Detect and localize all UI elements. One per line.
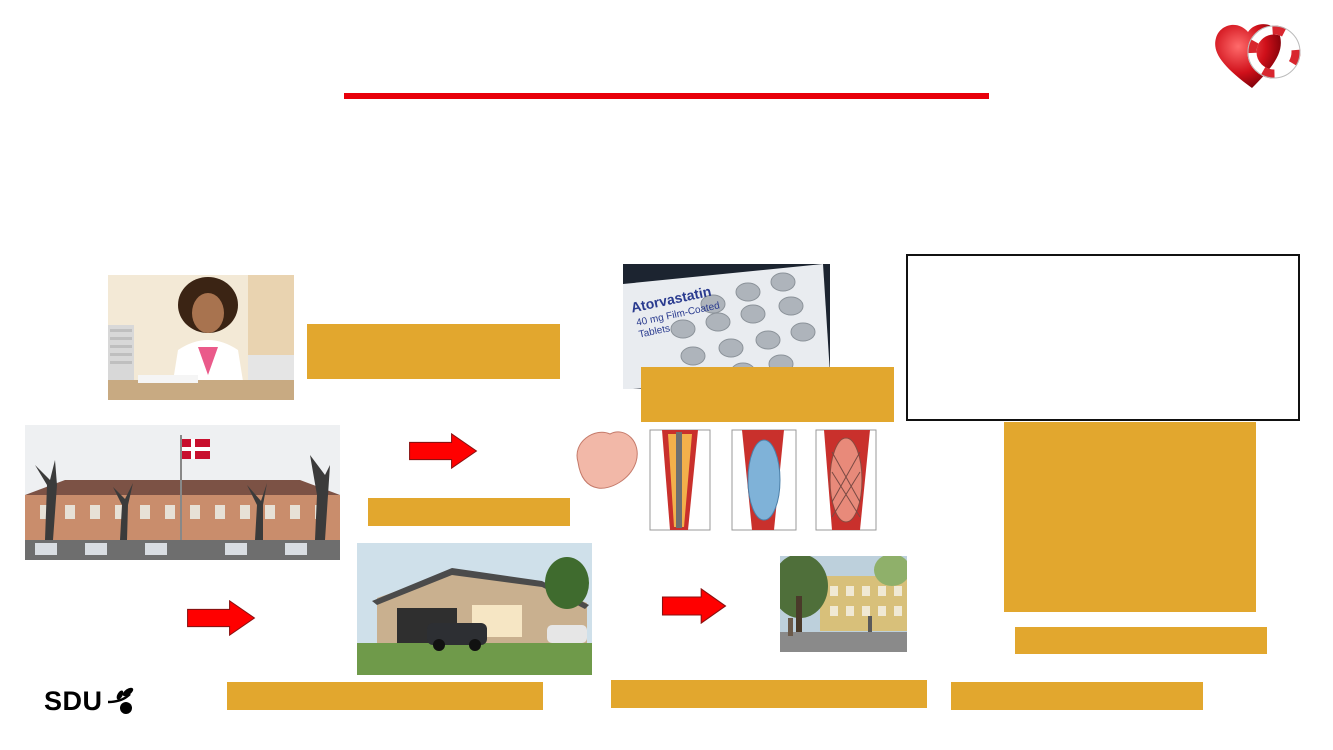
- arrow-right-icon: [403, 433, 483, 469]
- sdu-logo: SDU: [44, 684, 138, 718]
- doctor-photo: [108, 275, 294, 400]
- title-underline: [344, 93, 989, 99]
- house-photo: [357, 543, 592, 675]
- hospital-photo: [25, 425, 340, 560]
- label-box-home: [227, 682, 543, 710]
- label-box-street: [611, 680, 927, 708]
- sdu-logo-text: SDU: [44, 686, 103, 717]
- label-box-doctor: [307, 324, 560, 379]
- olive-branch-icon: [106, 686, 138, 716]
- heart-lifebuoy-icon: [1212, 18, 1304, 92]
- arrow-right-icon: [654, 588, 734, 624]
- stent-illustration: [570, 422, 880, 537]
- label-box-medication: [641, 367, 894, 422]
- label-box-nursing-home: [1015, 627, 1267, 654]
- arrow-right-icon: [181, 600, 261, 636]
- street-photo: [780, 556, 907, 652]
- label-box-bottom-right: [951, 682, 1203, 710]
- outlined-text-box: [906, 254, 1300, 421]
- label-box-tall: [1004, 422, 1256, 612]
